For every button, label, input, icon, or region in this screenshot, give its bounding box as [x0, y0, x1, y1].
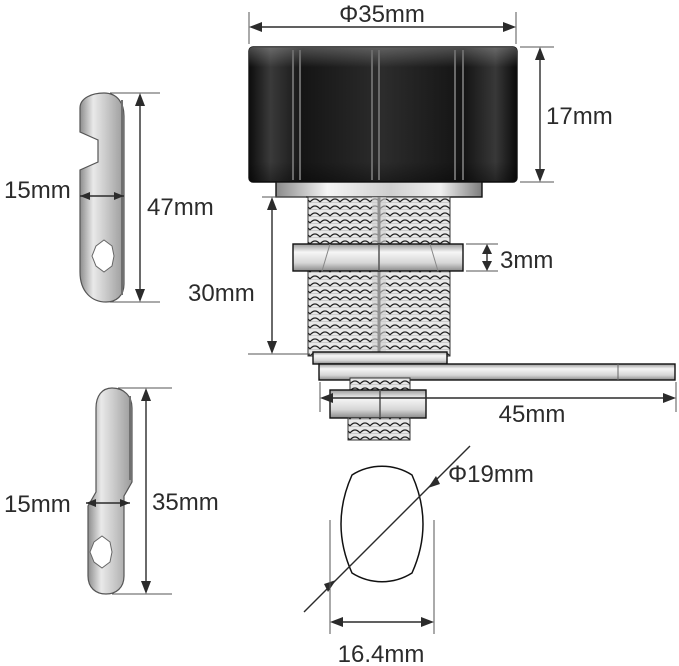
- dim-long-cam-width: 15mm: [4, 177, 124, 204]
- mounting-hole-profile: [340, 465, 424, 583]
- hex-nut: [292, 243, 464, 272]
- dim-knob-diameter: Φ35mm: [248, 1, 517, 44]
- dim-cam-arm-length: 45mm: [319, 382, 677, 428]
- label-cam-arm-length: 45mm: [499, 401, 566, 428]
- label-short-cam-length: 35mm: [152, 489, 219, 516]
- label-short-cam-width: 15mm: [4, 491, 71, 518]
- dim-short-cam-length: 35mm: [112, 387, 219, 595]
- label-long-cam-length: 47mm: [147, 194, 214, 221]
- dim-nut-thickness: 3mm: [466, 243, 553, 274]
- dim-hole-flat-width: 16.4mm: [329, 520, 435, 666]
- label-knob-height: 17mm: [546, 103, 613, 130]
- label-nut-thickness: 3mm: [500, 247, 553, 274]
- label-hole-diameter: Φ19mm: [448, 461, 534, 488]
- dim-thread-length: 30mm: [188, 196, 310, 355]
- dim-short-cam-width: 15mm: [4, 491, 130, 518]
- cam-arm: [318, 363, 676, 381]
- lock-knob: [248, 46, 518, 198]
- bottom-screw: [329, 377, 427, 441]
- short-cam: [87, 387, 133, 595]
- label-long-cam-width: 15mm: [4, 177, 71, 204]
- dim-long-cam-length: 47mm: [110, 92, 214, 303]
- dim-knob-height: 17mm: [520, 46, 613, 183]
- label-thread-length: 30mm: [188, 280, 255, 307]
- washer: [312, 351, 448, 365]
- label-knob-diameter: Φ35mm: [339, 1, 425, 28]
- threaded-body: [307, 196, 451, 357]
- long-cam: [79, 92, 125, 303]
- label-hole-flat-width: 16.4mm: [338, 641, 425, 666]
